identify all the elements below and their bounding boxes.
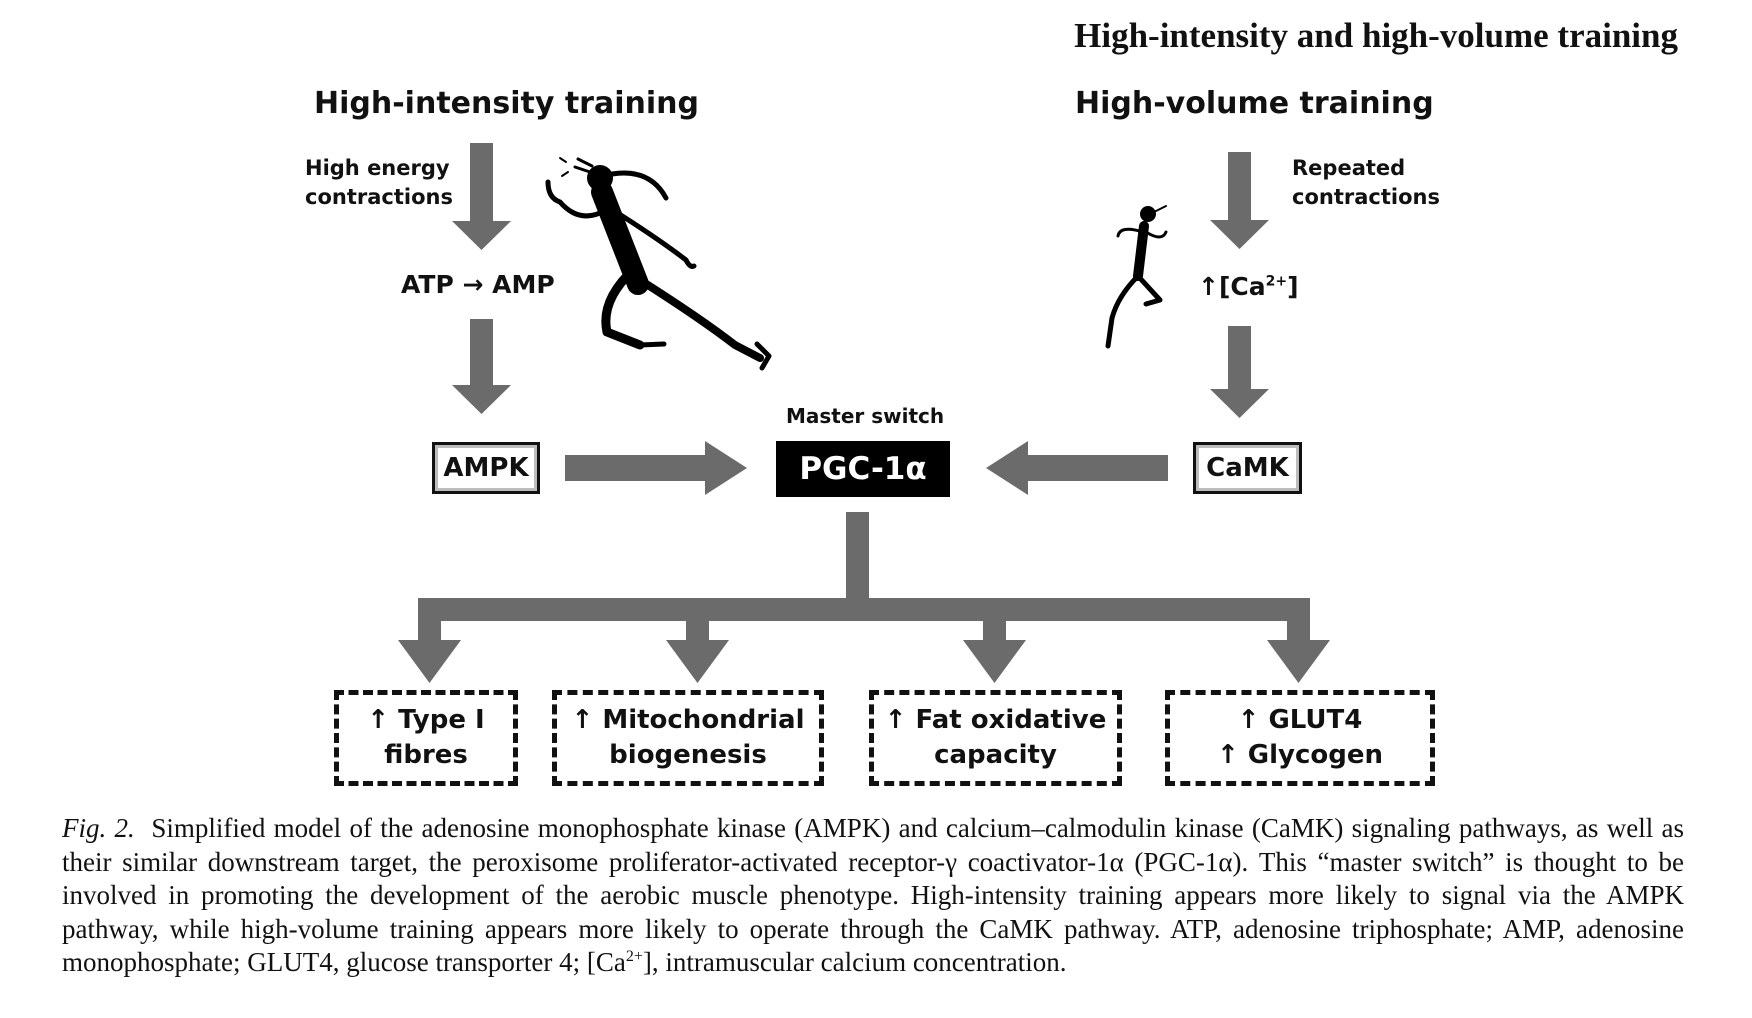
camk-label: CaMK — [1206, 453, 1289, 483]
calcium-signal: ↑[Ca2+] — [1198, 272, 1299, 301]
outcome-line1: ↑ Fat oxidative — [884, 705, 1107, 735]
calcium-prefix: ↑[Ca — [1198, 272, 1266, 301]
left-note-line2: contractions — [305, 185, 453, 209]
outcome-line2: capacity — [934, 740, 1057, 770]
header-title: High-intensity and high-volume training — [1074, 16, 1678, 55]
left-note-line1: High energy — [305, 156, 450, 180]
right-note-line2: contractions — [1292, 185, 1440, 209]
caption-text: Simplified model of the adenosine monoph… — [62, 813, 1685, 977]
down-arrow-left-2 — [452, 319, 511, 414]
branch-arrow-2 — [666, 621, 729, 683]
outcome-line2: ↑ Glycogen — [1216, 740, 1384, 770]
right-note: Repeated contractions — [1292, 154, 1440, 212]
ampk-box: AMPK — [432, 442, 540, 494]
pathway-diagram — [398, 143, 1330, 683]
outcome-line2: biogenesis — [609, 740, 767, 770]
figure-label: Fig. 2. — [62, 813, 135, 843]
caption-text-end: ], intramuscular calcium concentration. — [642, 947, 1067, 977]
caption-superscript: 2+ — [625, 948, 643, 965]
outcome-mitochondrial-biogenesis: ↑ Mitochondrial biogenesis — [552, 690, 824, 786]
sprinter-icon — [545, 157, 772, 371]
branch-arrow-1 — [398, 621, 461, 683]
right-column-title: High-volume training — [1075, 86, 1434, 121]
pgc1a-label: PGC-1α — [799, 451, 927, 487]
runner-icon — [1105, 205, 1168, 349]
ampk-label: AMPK — [443, 453, 529, 483]
outcome-glut4-glycogen: ↑ GLUT4 ↑ Glycogen — [1165, 690, 1435, 786]
pgc1a-box: PGC-1α — [776, 441, 950, 497]
outcome-fat-oxidative-capacity: ↑ Fat oxidative capacity — [869, 690, 1122, 786]
atp-amp-reaction: ATP → AMP — [401, 270, 555, 299]
branch-arrow-4 — [1267, 621, 1330, 683]
stem-connector — [846, 512, 869, 598]
outcome-line1: ↑ Mitochondrial — [571, 705, 805, 735]
left-arrow-camk — [986, 441, 1168, 495]
outcome-line2: fibres — [384, 740, 468, 770]
camk-box: CaMK — [1193, 442, 1302, 494]
down-arrow-right-1 — [1210, 152, 1269, 249]
left-column-title: High-intensity training — [314, 86, 699, 121]
outcome-type1-fibres: ↑ Type I fibres — [334, 690, 518, 786]
right-arrow-ampk — [565, 441, 747, 495]
outcome-line1: ↑ GLUT4 — [1237, 705, 1363, 735]
left-note: High energy contractions — [305, 154, 453, 212]
master-switch-caption: Master switch — [786, 404, 945, 428]
branch-arrow-3 — [963, 621, 1026, 683]
branch-connector — [418, 598, 1310, 621]
down-arrow-left-1 — [452, 143, 511, 250]
calcium-charge: 2+ — [1265, 273, 1288, 290]
outcome-line1: ↑ Type I — [367, 705, 485, 735]
right-note-line1: Repeated — [1292, 156, 1406, 180]
down-arrow-right-2 — [1210, 326, 1269, 418]
figure-caption: Fig. 2. Simplified model of the adenosin… — [62, 812, 1684, 980]
calcium-suffix: ] — [1287, 272, 1299, 301]
